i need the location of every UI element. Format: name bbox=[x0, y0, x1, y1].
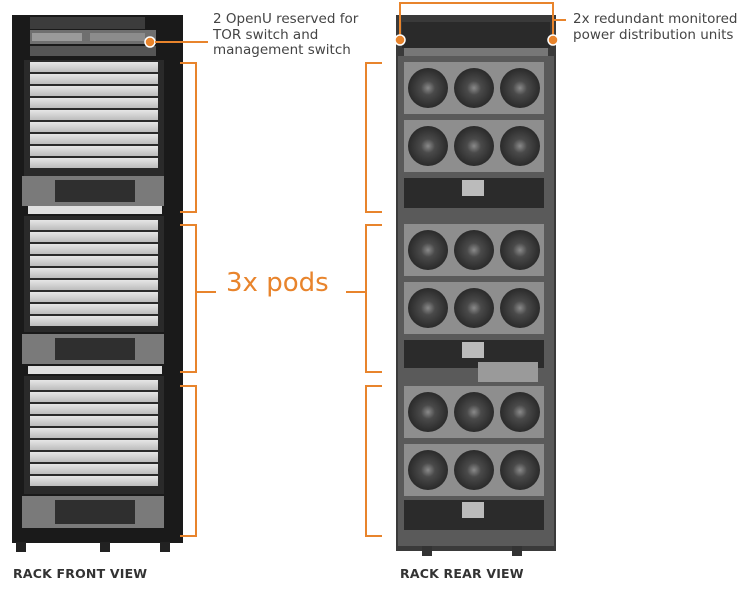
pdu-line-2: power distribution units bbox=[573, 26, 734, 43]
openu-line-1: 2 OpenU reserved for bbox=[213, 11, 359, 27]
openu-line-2: TOR switch and bbox=[213, 26, 319, 43]
front-pod-3 bbox=[22, 376, 164, 528]
front-bracket-pod-1 bbox=[180, 62, 197, 213]
front-view-label: RACK FRONT VIEW bbox=[13, 566, 148, 581]
pdu-bracket bbox=[399, 2, 554, 40]
annotation-lines bbox=[144, 2, 566, 537]
pdu-line-1: 2x redundant monitored bbox=[573, 11, 738, 27]
pods-label: 3x pods bbox=[226, 268, 329, 298]
rear-bracket-pod-2 bbox=[365, 224, 382, 373]
rear-pod-1 bbox=[404, 62, 544, 208]
openu-annotation: 2 OpenU reserved for TOR switch and mana… bbox=[213, 11, 359, 59]
management-switch bbox=[30, 46, 156, 56]
openu-line-3: management switch bbox=[213, 42, 351, 58]
tor-callout-dot bbox=[144, 36, 156, 48]
front-bracket-pod-2 bbox=[180, 224, 197, 373]
rear-pod-2 bbox=[404, 224, 544, 382]
rack-rear bbox=[396, 15, 556, 556]
pdu-callout-dot-right bbox=[547, 34, 559, 46]
front-pod-2 bbox=[22, 216, 164, 374]
pdu-callout-dot-left bbox=[394, 34, 406, 46]
rear-bracket-pod-1 bbox=[365, 62, 382, 213]
front-bracket-pod-3 bbox=[180, 385, 197, 537]
rear-top-panel bbox=[402, 22, 550, 48]
front-top-cap bbox=[30, 17, 145, 29]
front-pod-1 bbox=[22, 60, 164, 214]
rear-bracket-pod-3 bbox=[365, 385, 382, 537]
rear-pod-3 bbox=[404, 386, 544, 530]
pdu-annotation: 2x redundant monitored power distributio… bbox=[573, 11, 738, 43]
rack-front bbox=[12, 15, 183, 552]
rear-view-label: RACK REAR VIEW bbox=[400, 566, 524, 581]
